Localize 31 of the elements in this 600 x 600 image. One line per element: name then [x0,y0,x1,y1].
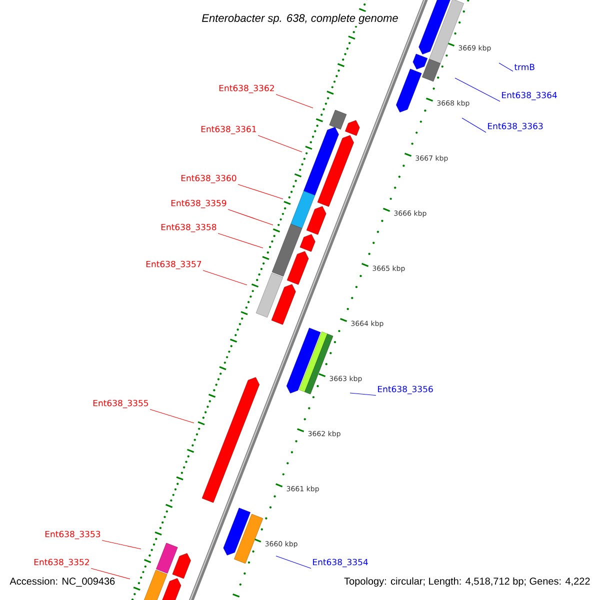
gene-label: trmB [514,64,534,70]
leader-line [102,540,142,550]
gene-label: Ent638_3355 [93,400,148,408]
accession-text: Accession: NC_009436 [8,576,117,588]
leader-line [228,209,274,226]
gene-label: Ent638_3354 [313,558,368,568]
leader-line [150,409,194,424]
genome-info-text: Topology: circular; Length: 4,518,712 bp; Genes: 4,222 [342,576,592,588]
leader-line [238,184,284,200]
gene-label: Ent638_3357 [146,260,202,270]
leader-line [218,233,264,248]
gene-label: Ent638_3356 [378,386,433,394]
gene-label: Ent638_3362 [219,84,274,94]
gene-label: Ent638_3359 [171,200,226,208]
leader-line [498,62,514,72]
leader-line [258,135,302,152]
gene-label: Ent638_3352 [34,558,89,568]
gene-label: Ent638_3363 [488,122,543,132]
leader-line [202,270,248,286]
leader-line [462,118,486,133]
leader-line [350,392,376,396]
gene-label: Ent638_3353 [45,530,100,540]
leader-line [276,94,314,108]
leader-line [276,556,312,569]
gene-label: Ent638_3360 [181,174,236,184]
gene-label: Ent638_3358 [161,224,216,232]
title: Enterobacter sp. 638, complete genome [200,12,400,26]
gene-label: Ent638_3361 [201,126,256,134]
leader-line [90,568,130,580]
leader-line [454,78,500,102]
gene-label: Ent638_3364 [502,92,557,100]
